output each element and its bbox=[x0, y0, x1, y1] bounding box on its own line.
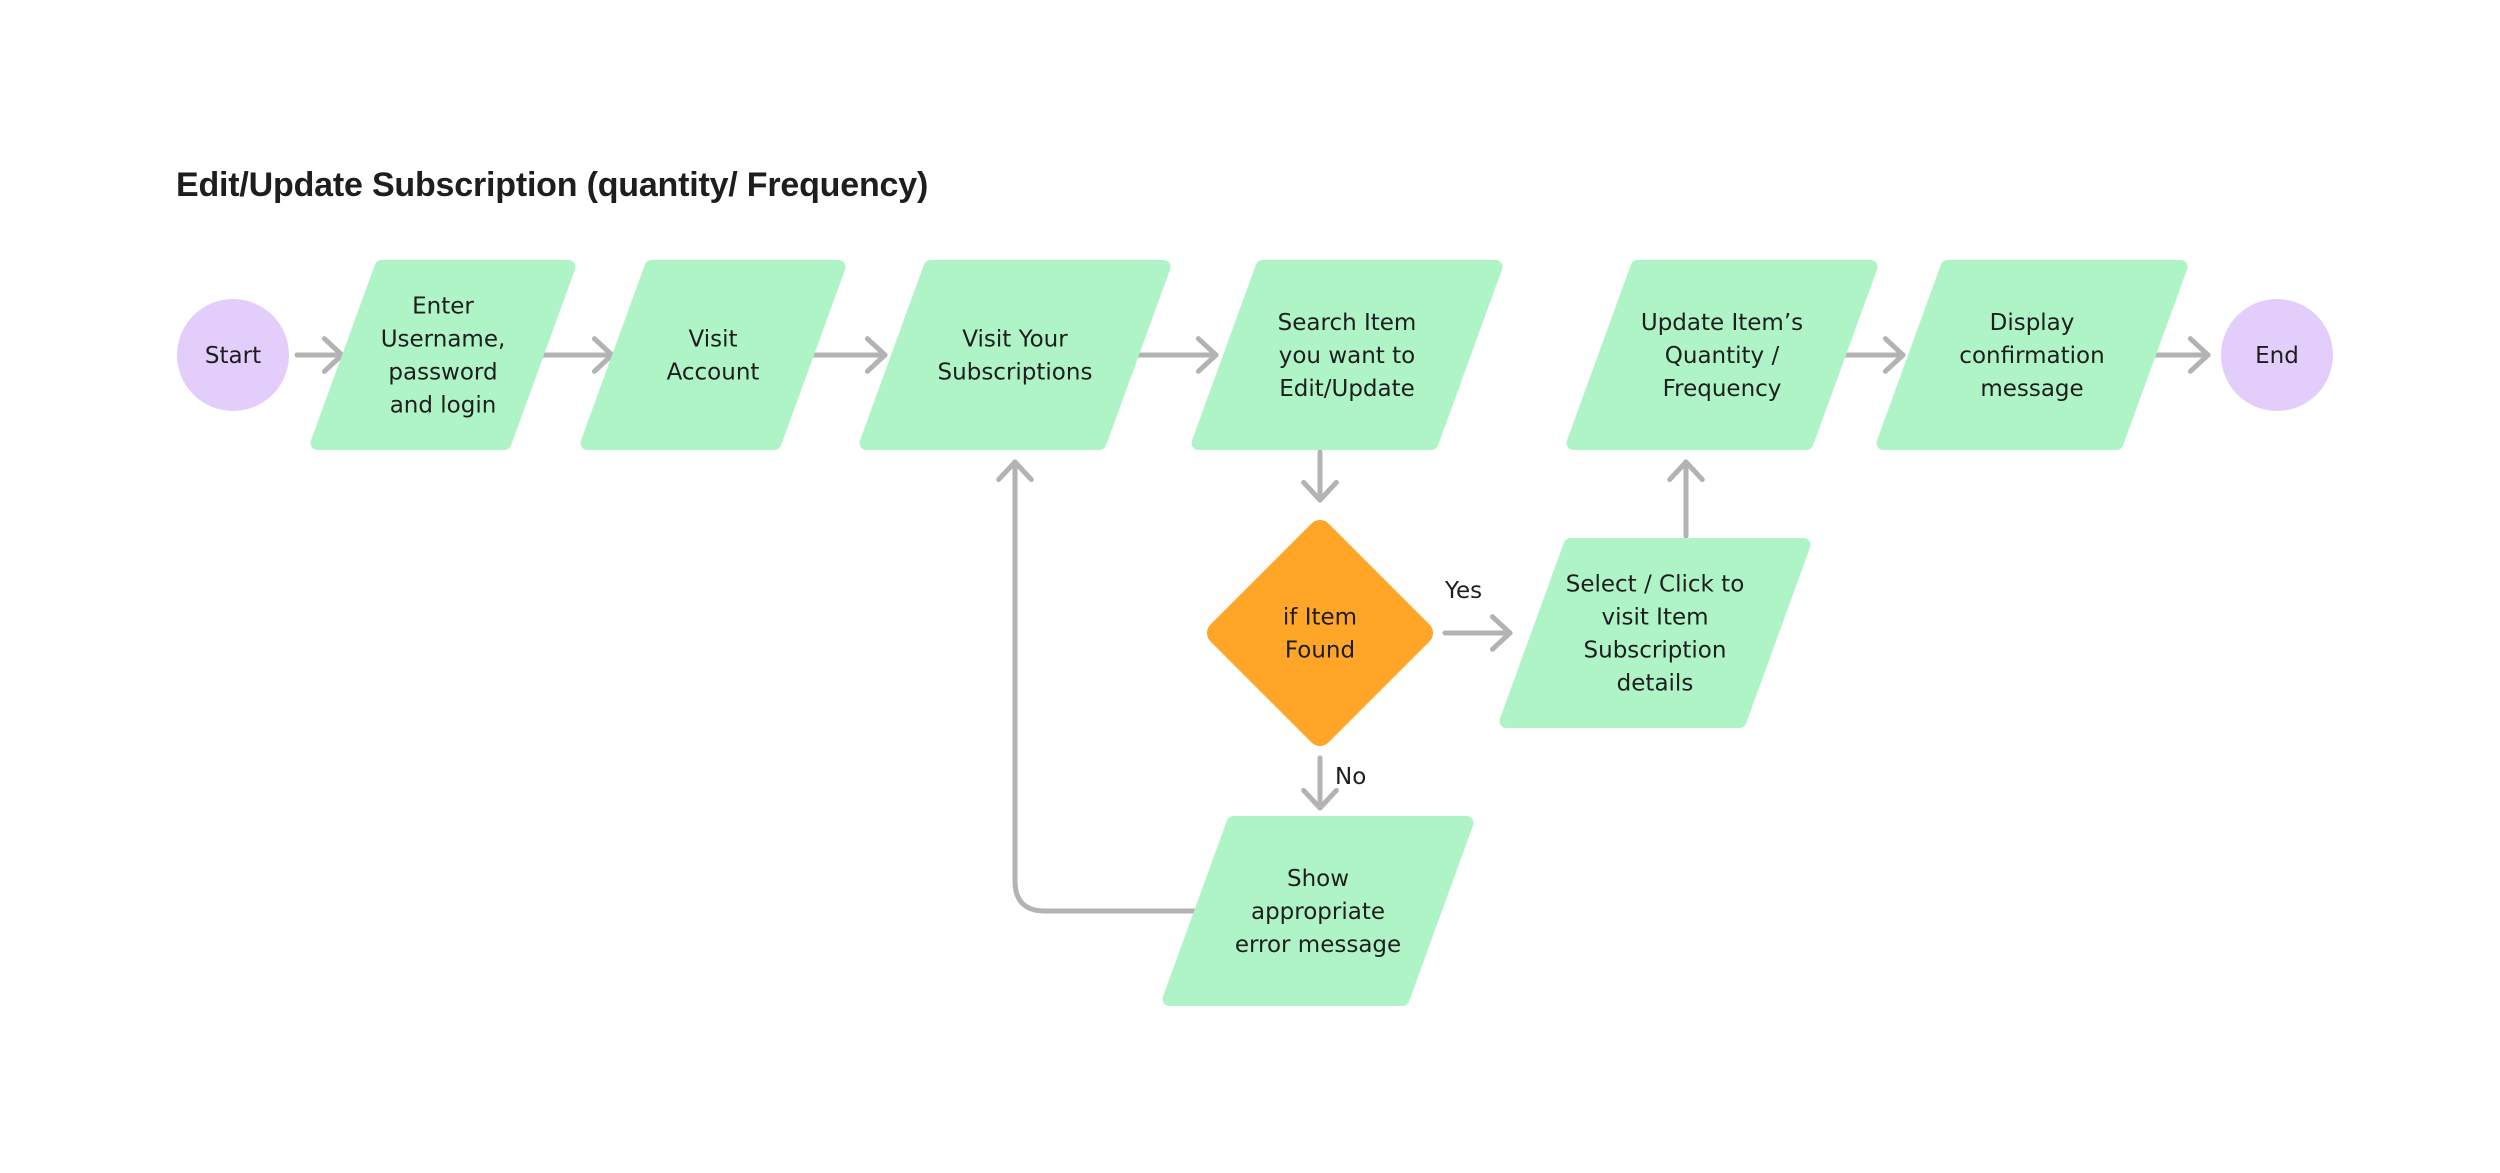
arrowhead-icon bbox=[1489, 614, 1513, 652]
node-label: Show appropriate error message bbox=[1235, 866, 1401, 958]
node-label-line: if Item bbox=[1283, 605, 1357, 631]
edge-update-to-confirm bbox=[1842, 336, 1906, 374]
node-confirm[interactable]: Display confirmation message bbox=[1876, 260, 2188, 450]
node-label-line: Subscription bbox=[1584, 638, 1727, 664]
node-label-line: Visit bbox=[688, 327, 737, 353]
edge-account-to-subscriptions bbox=[809, 336, 888, 374]
node-label: End bbox=[2255, 343, 2299, 369]
arrowhead-icon bbox=[996, 459, 1034, 483]
edge-select-to-update bbox=[1667, 459, 1705, 539]
node-label-line: appropriate bbox=[1251, 899, 1385, 925]
node-label-line: Username, bbox=[381, 327, 506, 353]
node-label-line: Display bbox=[1990, 310, 2075, 336]
node-end[interactable]: End bbox=[2221, 299, 2333, 411]
node-label-line: Subscriptions bbox=[938, 360, 1093, 386]
process-shape bbox=[310, 260, 576, 450]
node-label-line: error message bbox=[1235, 932, 1401, 958]
edge-subscriptions-to-search bbox=[1134, 336, 1219, 374]
node-label-line: Start bbox=[205, 343, 261, 369]
node-search[interactable]: Search Item you want to Edit/Update bbox=[1191, 260, 1503, 450]
node-label-line: message bbox=[1980, 376, 2083, 402]
terminal-shape bbox=[177, 299, 289, 411]
node-label: Start bbox=[205, 343, 261, 369]
node-label-line: Search Item bbox=[1278, 310, 1417, 336]
node-error[interactable]: Show appropriate error message bbox=[1162, 816, 1474, 1006]
process-shape bbox=[1162, 816, 1474, 1006]
node-label-line: Show bbox=[1287, 866, 1349, 892]
edge-label-yes: Yes bbox=[1444, 578, 1482, 604]
connector-line bbox=[1012, 459, 1202, 914]
arrowhead-icon bbox=[1301, 787, 1339, 811]
node-start[interactable]: Start bbox=[177, 299, 289, 411]
process-shape bbox=[1499, 538, 1811, 728]
edge-search-to-found bbox=[1301, 449, 1339, 503]
node-label-line: visit Item bbox=[1601, 605, 1708, 631]
node-label-line: Visit Your bbox=[962, 327, 1068, 353]
edge-found-to-error bbox=[1301, 755, 1339, 811]
arrowhead-icon bbox=[2187, 336, 2211, 374]
arrowhead-icon bbox=[1882, 336, 1906, 374]
node-label-line: Update Item’s bbox=[1641, 310, 1803, 336]
process-shape bbox=[1876, 260, 2188, 450]
arrowhead-icon bbox=[321, 336, 345, 374]
process-shape bbox=[1191, 260, 1503, 450]
process-shape bbox=[859, 260, 1171, 450]
edge-label-no: No bbox=[1335, 764, 1366, 790]
diagram-title: Edit/Update Subscription (quantity/ Freq… bbox=[176, 166, 929, 204]
arrowhead-icon bbox=[1301, 479, 1339, 503]
node-label-line: confirmation bbox=[1959, 343, 2104, 369]
node-label-line: End bbox=[2255, 343, 2299, 369]
node-label: Search Item you want to Edit/Update bbox=[1278, 310, 1417, 402]
process-shape bbox=[580, 260, 846, 450]
terminal-shape bbox=[2221, 299, 2333, 411]
node-label-line: Account bbox=[667, 360, 760, 386]
node-label-line: Edit/Update bbox=[1279, 376, 1415, 402]
edge-confirm-to-end bbox=[2152, 336, 2211, 374]
node-label-line: Select / Click to bbox=[1566, 572, 1745, 598]
node-label-line: password bbox=[388, 360, 497, 386]
arrowhead-icon bbox=[864, 336, 888, 374]
edge-login-to-account bbox=[540, 336, 615, 374]
connectors-layer bbox=[294, 336, 2211, 914]
node-label-line: Found bbox=[1285, 638, 1355, 664]
edge-error-to-subscriptions bbox=[996, 459, 1202, 914]
node-label-line: Quantity / bbox=[1665, 343, 1780, 369]
node-label: Display confirmation message bbox=[1959, 310, 2104, 402]
arrowhead-icon bbox=[1195, 336, 1219, 374]
process-shape bbox=[1566, 260, 1878, 450]
arrowhead-icon bbox=[591, 336, 615, 374]
edge-start-to-login bbox=[294, 336, 345, 374]
node-label-line: Frequency bbox=[1663, 376, 1782, 402]
edge-found-to-select bbox=[1442, 614, 1513, 652]
node-label-line: you want to bbox=[1279, 343, 1415, 369]
arrowhead-icon bbox=[1667, 459, 1705, 483]
node-label-line: and login bbox=[390, 393, 497, 419]
node-label-line: Enter bbox=[412, 294, 474, 320]
decision-shape bbox=[1206, 519, 1434, 747]
node-label-line: details bbox=[1617, 671, 1694, 697]
